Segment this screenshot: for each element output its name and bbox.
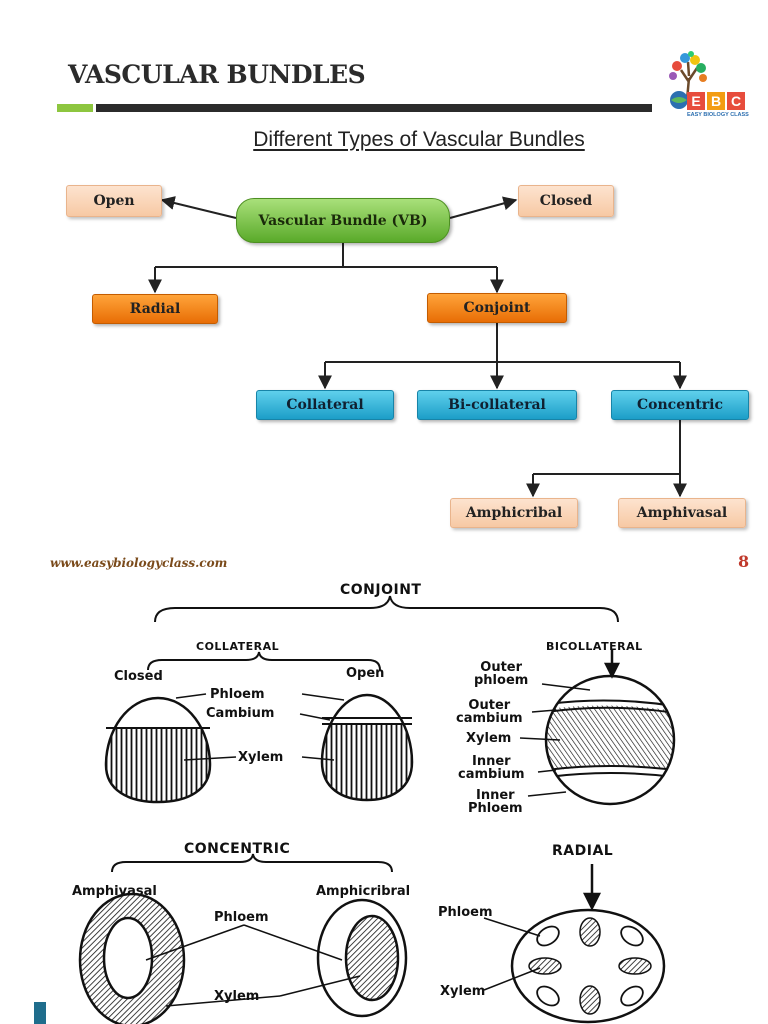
concentric-phloem-label: Phloem — [214, 910, 269, 925]
open-collateral-bundle — [320, 693, 414, 802]
header-rule — [96, 104, 652, 112]
bicollateral-heading: BICOLLATERAL — [546, 640, 643, 653]
amphicribral-bundle — [316, 898, 408, 1018]
page-title: VASCULAR BUNDLES — [68, 60, 366, 89]
bicollateral-bundle — [544, 674, 676, 806]
accent-bar — [57, 104, 93, 112]
radial-bundle — [510, 908, 666, 1024]
collateral-node: Collateral — [256, 390, 394, 420]
radial-xylem-label: Xylem — [440, 984, 486, 999]
amphivasal-node: Amphivasal — [618, 498, 746, 528]
radial-phloem-label: Phloem — [438, 905, 493, 920]
xylem-label: Xylem — [238, 750, 284, 765]
open-node: Open — [66, 185, 162, 217]
amphicribal-node: Amphicribal — [450, 498, 578, 528]
closed-collateral-bundle — [104, 696, 212, 804]
amphivasal-bundle — [78, 892, 186, 1024]
flowchart-connectors — [148, 196, 687, 498]
logo: E B C EASY BIOLOGY CLASS — [655, 48, 765, 120]
concentric-node: Concentric — [611, 390, 749, 420]
conjoint-node: Conjoint — [427, 293, 567, 323]
open-label: Open — [346, 666, 385, 681]
closed-node: Closed — [518, 185, 614, 217]
vascular-bundle-root-node: Vascular Bundle (VB) — [236, 198, 450, 243]
tree-globe-icon — [669, 51, 707, 109]
logo-letter-c: C — [727, 92, 745, 110]
website-url: www.easybiologyclass.com — [50, 556, 228, 570]
bicollateral-xylem-label: Xylem — [466, 731, 512, 746]
page-number: 8 — [738, 552, 750, 571]
collateral-heading: COLLATERAL — [196, 640, 280, 653]
concentric-heading: CONCENTRIC — [184, 841, 291, 857]
amphivasal-label: Amphivasal — [72, 884, 157, 899]
phloem-label: Phloem — [210, 687, 265, 702]
logo-letter-b: B — [707, 92, 725, 110]
bicollateral-node: Bi-collateral — [417, 390, 577, 420]
conjoint-heading: CONJOINT — [340, 582, 422, 598]
logo-caption: EASY BIOLOGY CLASS — [687, 112, 749, 118]
closed-label: Closed — [114, 669, 163, 684]
logo-letter-e: E — [687, 92, 705, 110]
amphicribral-label: Amphicribral — [316, 884, 411, 899]
cambium-label: Cambium — [206, 706, 275, 721]
diagram-subtitle: Different Types of Vascular Bundles — [253, 128, 585, 151]
radial-node: Radial — [92, 294, 218, 324]
corner-marker — [34, 1002, 46, 1024]
vascular-bundle-illustration — [78, 595, 676, 1024]
concentric-xylem-label: Xylem — [214, 989, 260, 1004]
radial-heading: RADIAL — [552, 843, 614, 859]
